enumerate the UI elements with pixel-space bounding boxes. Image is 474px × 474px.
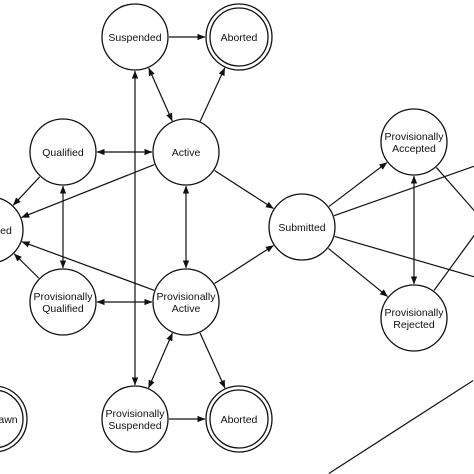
edge-prov-active-to-aborted-bottom (199, 332, 226, 389)
edge-prov-active-to-submitted (214, 244, 274, 285)
state-label: Provisionally (385, 131, 445, 143)
state-label: Qualified (42, 303, 84, 315)
state-label: Provisionally (385, 307, 445, 319)
state-label: awn (0, 414, 18, 426)
state-label: Suspended (108, 420, 161, 432)
state-node-submitted: Submitted (268, 193, 336, 261)
state-node-active: Active (152, 118, 220, 186)
state-label: Qualified (42, 147, 84, 159)
state-label: Rejected (393, 319, 435, 331)
state-label: Provisionally (106, 408, 166, 420)
final-state-ring (209, 389, 269, 449)
edge-offscreen-bottom-to-offscreen-right-e (328, 380, 474, 474)
edge-prov-accepted-to-offscreen-right-c (435, 167, 474, 212)
edge-suspended-to-active (148, 67, 173, 122)
final-state-ring (209, 7, 269, 67)
state-label: Aborted (221, 32, 258, 44)
state-node-edge-left: ed (0, 197, 24, 263)
state-circle (29, 118, 97, 186)
state-circle (268, 193, 336, 261)
state-node-aborted-top: Aborted (205, 3, 273, 71)
edge-submitted-to-prov-accepted (328, 162, 388, 207)
edge-prov-active-to-prov-suspended (148, 332, 173, 389)
edge-active-to-aborted-top (199, 67, 226, 122)
state-label: Active (172, 147, 201, 159)
edge-submitted-to-prov-rejected (328, 247, 388, 298)
state-label: Accepted (392, 143, 436, 155)
edge-qualified-to-edge-left (12, 176, 41, 206)
state-node-suspended: Suspended (101, 3, 169, 71)
state-node-qualified: Qualified (29, 118, 97, 186)
state-label: Suspended (108, 32, 161, 44)
state-label: Provisionally (34, 291, 94, 303)
edge-active-to-submitted (214, 169, 274, 210)
state-label: ed (0, 225, 12, 237)
state-circle (29, 268, 97, 336)
state-circle (101, 3, 169, 71)
state-circle (380, 108, 448, 176)
state-circle (152, 118, 220, 186)
state-node-withdrawn-partial: awn (0, 385, 28, 453)
state-circle (380, 284, 448, 352)
state-circle (0, 197, 24, 263)
final-state-ring (0, 389, 24, 449)
edge-prov-qualified-to-edge-left (13, 253, 40, 279)
state-label: Aborted (221, 414, 258, 426)
state-label: Active (172, 303, 201, 315)
edge-submitted-to-offscreen-right-b (334, 235, 474, 278)
state-circle (0, 385, 28, 453)
edge-prov-rejected-to-offscreen-right-d (433, 234, 474, 291)
state-circle (205, 385, 273, 453)
state-label: Provisionally (157, 291, 217, 303)
edge-submitted-to-offscreen-right-a (333, 165, 474, 217)
state-circle (152, 268, 220, 336)
state-circle (101, 385, 169, 453)
state-node-aborted-bottom: Aborted (205, 385, 273, 453)
edges-layer (12, 33, 474, 474)
state-circle (205, 3, 273, 71)
state-label: Submitted (278, 222, 325, 234)
